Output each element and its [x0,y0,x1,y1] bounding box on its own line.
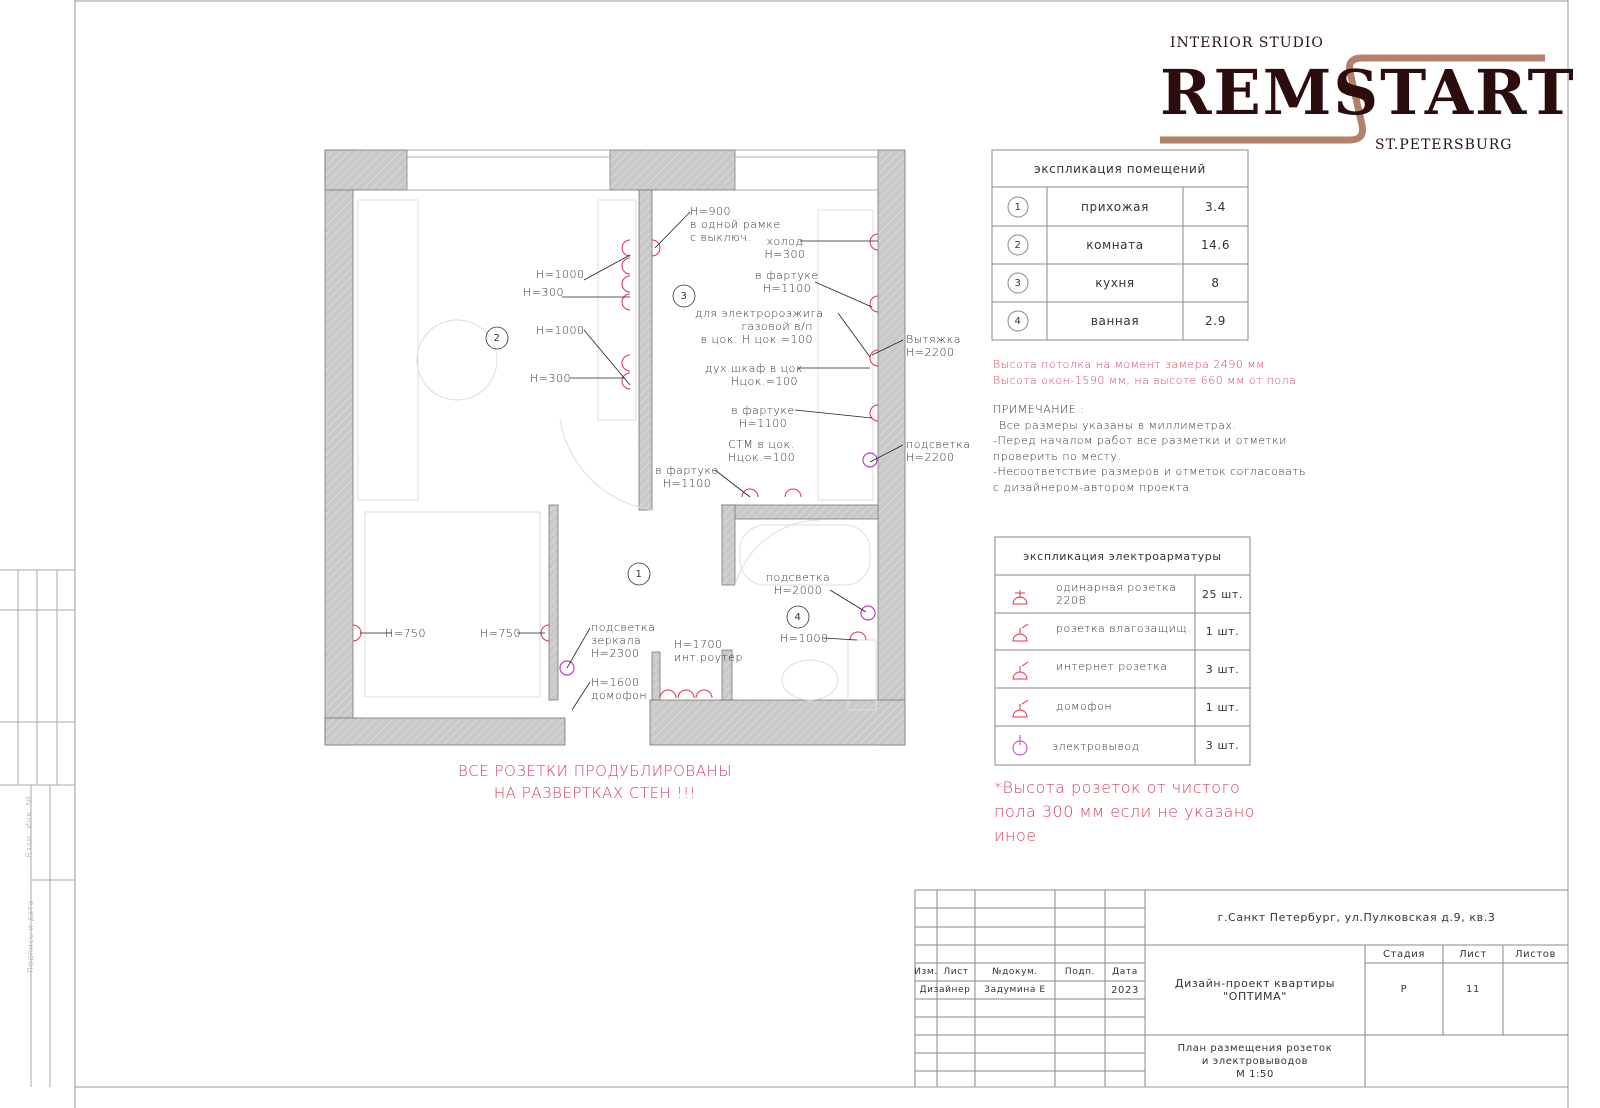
room-number: 2 [1014,239,1022,251]
fixture-name: одинарная розетка 220В [1056,581,1177,607]
room-name: ванная [1090,314,1140,328]
annotation-h300: Н=300 [530,372,571,385]
warning-line: НА РАЗВЕРТКАХ СТЕН !!! [493,784,697,802]
annotation-h1000: Н=1000 [536,324,585,337]
side-stamp-label: Подпись и дата [25,900,35,973]
outlet-symbols [559,452,878,676]
sheet-label: Лист [1459,948,1487,960]
room-number: 3 [1014,277,1022,289]
window-height-note: Высота окон-1590 мм, на высоте 660 мм от… [993,374,1297,387]
note-line: пола 300 мм если не указано [994,802,1256,821]
room-number: 1 [1014,201,1022,213]
fixture-qty: 3 шт. [1205,739,1240,752]
room-marker: 2 [493,332,501,344]
logo-wordmark: REMSTART [1160,56,1576,129]
fixture-qty: 25 шт. [1201,587,1244,601]
sheet-value: 11 [1466,983,1480,995]
annotation-h750: Н=750 [480,627,521,640]
annotation-h1000: Н=1000 [780,632,829,645]
annotation-h1000: Н=1000 [536,268,585,281]
col-header: Изм. [914,967,938,977]
note-line: -Несоответствие размеров и отметок согла… [993,465,1307,478]
windows [406,149,879,191]
title-block-grid [914,889,1568,1087]
ceiling-height-note: Высота потолка на момент замера 2490 мм [993,358,1265,371]
note-line: Все размеры указаны в миллиметрах. [999,419,1237,432]
fixture-name: домофон [1056,700,1113,713]
leader-lines [360,211,904,711]
electro-table-grid [994,536,1251,766]
room-name: прихожая [1081,199,1149,214]
room-markers [485,284,810,629]
plan-warning: ВСЕ РОЗЕТКИ ПРОДУБЛИРОВАНЫ НА РАЗВЕРТКАХ… [450,760,740,804]
socket-symbols [352,233,879,699]
sheet-frame [74,0,1569,1108]
room-area: 2.9 [1205,314,1226,328]
electro-table-title: экспликация электроарматуры [1023,549,1222,563]
rooms-table-grid [991,149,1249,341]
sheets-label: Листов [1515,948,1556,960]
year: 2023 [1111,984,1139,996]
fixture-qty: 1 шт. [1205,700,1240,714]
logo-tagline: INTERIOR STUDIO [1170,35,1324,51]
side-stamp-label: Взам. Инв. № [24,795,34,858]
col-header: №докум. [992,967,1038,977]
room-marker: 1 [635,568,643,580]
room-marker: 3 [680,290,688,302]
socket-height-note: *Высота розеток от чистого пола 300 мм е… [994,776,1255,848]
legend-symbols [1012,590,1029,756]
fixture-qty: 3 шт. [1205,662,1240,676]
note-line: -Перед началом работ все разметки и отме… [993,434,1287,447]
designer-role: Дизайнер [919,985,971,995]
note-line: *Высота розеток от чистого [994,778,1241,797]
side-stamp [0,569,75,1087]
annotation-oven: дух.шкаф в цок.Нцок.=100 [705,362,807,388]
project-name: Дизайн-проект квартиры"ОПТИМА" [1174,977,1336,1003]
warning-line: ВСЕ РОЗЕТКИ ПРОДУБЛИРОВАНЫ [457,762,733,780]
rooms-table-title: экспликация помещений [1034,161,1206,176]
room-area: 8 [1211,276,1220,290]
stage-value: Р [1400,983,1408,995]
note-line: с дизайнером-автором проекта [993,481,1190,494]
walls [324,149,906,746]
col-header: Лист [943,967,969,977]
annotation-h750: Н=750 [385,627,426,640]
note-line: проверить по месту. [993,450,1122,463]
logo-city: ST.PETERSBURG [1375,137,1513,153]
fixture-name: интернет розетка [1056,660,1168,673]
notes-title: ПРИМЕЧАНИЕ : [993,403,1085,416]
logo-swoosh [1160,54,1545,144]
fixture-qty: 1 шт. [1205,625,1240,638]
annotation-h300: Н=300 [523,286,564,299]
room-area: 14.6 [1200,238,1231,252]
room-area: 3.4 [1205,199,1226,214]
room-name: комната [1086,238,1144,252]
col-header: Дата [1112,967,1138,977]
address: г.Санкт Петербург, ул.Пулковская д.9, кв… [1217,911,1496,924]
furniture [357,199,877,711]
designer-name: Задумина Е [984,985,1046,995]
fixture-name: электровывод [1052,740,1140,753]
note-line: иное [994,826,1037,845]
col-header: Подп. [1064,967,1096,977]
fixture-name: розетка влагозащищ. [1056,622,1192,635]
room-marker: 4 [794,611,802,623]
annotation-dishwasher: СТМ в цок.Нцок.=100 [728,438,796,464]
stage-label: Стадия [1383,948,1425,960]
room-name: кухня [1095,276,1135,290]
room-number: 4 [1014,315,1022,327]
